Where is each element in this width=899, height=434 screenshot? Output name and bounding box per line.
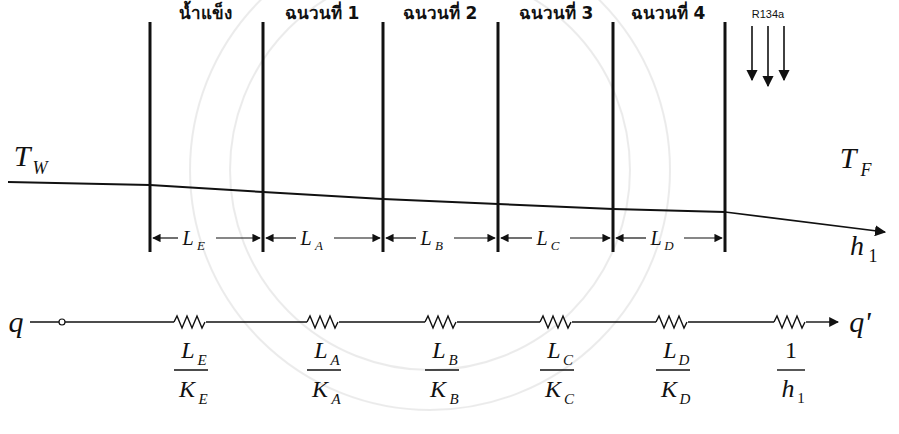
temperature-line	[8, 182, 725, 212]
subscript: E	[198, 392, 207, 407]
refrigerant-arrows	[752, 26, 784, 86]
denominator: K	[661, 377, 677, 401]
temperature-symbol: T	[14, 141, 31, 171]
layer-name: ฉนวนที่ 4	[631, 5, 706, 22]
subscript: 1	[869, 247, 878, 265]
subscript: E	[197, 353, 206, 368]
subscript: F	[861, 161, 872, 179]
thermal-circuit	[30, 316, 838, 328]
subscript: D	[664, 239, 673, 252]
subscript: B	[435, 239, 443, 252]
subscript: C	[551, 239, 560, 252]
coefficient-symbol: h	[850, 232, 864, 260]
subscript: B	[449, 392, 458, 407]
subscript: W	[33, 159, 48, 177]
denominator: K	[545, 377, 561, 401]
layer-boundaries	[150, 22, 725, 252]
dimension-label: L	[420, 228, 431, 248]
fraction-bars	[174, 369, 805, 370]
subscript: A	[331, 392, 340, 407]
subscript: E	[197, 239, 205, 252]
dimension-label: L	[650, 228, 661, 248]
denominator: h	[782, 376, 795, 402]
subscript: A	[330, 353, 339, 368]
numerator: L	[663, 338, 676, 362]
numerator: L	[547, 338, 560, 362]
subscript: A	[315, 239, 323, 252]
layer-name: ฉนวนที่ 1	[285, 5, 360, 22]
subscript: B	[448, 353, 457, 368]
numerator: L	[181, 338, 194, 362]
subscript: 1	[797, 391, 805, 406]
denominator: K	[430, 377, 446, 401]
temperature-symbol: T	[840, 143, 857, 173]
subscript: C	[563, 353, 573, 368]
layer-name: น้ำแข็ง	[179, 5, 232, 22]
numerator: 1	[785, 338, 797, 362]
numerator: L	[314, 338, 327, 362]
layer-name: ฉนวนที่ 3	[519, 5, 594, 22]
subscript: D	[680, 392, 691, 407]
subscript: D	[679, 353, 690, 368]
convection-arrow	[725, 212, 885, 232]
denominator: K	[179, 377, 195, 401]
refrigerant-name: R134a	[752, 9, 784, 20]
denominator: K	[312, 377, 328, 401]
heat-flow-symbol: q	[9, 307, 24, 337]
watermark	[190, 0, 670, 410]
numerator: L	[432, 338, 445, 362]
dimension-label: L	[536, 228, 547, 248]
dimension-label: L	[300, 228, 311, 248]
dimension-label: L	[182, 228, 193, 248]
layer-name: ฉนวนที่ 2	[403, 5, 478, 22]
heat-flow-symbol: q'	[849, 307, 870, 337]
subscript: C	[564, 392, 574, 407]
